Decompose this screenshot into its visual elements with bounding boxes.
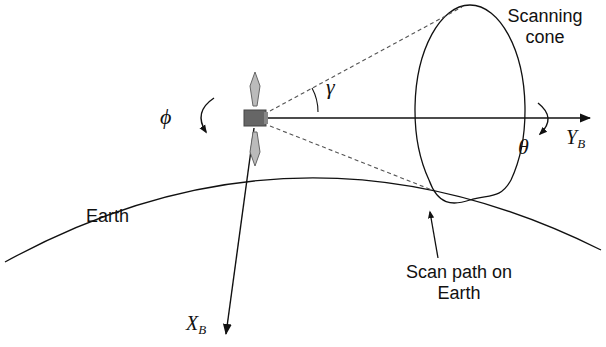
scanning-cone-ellipse [415, 5, 525, 180]
cone-edge [270, 7, 462, 111]
scan-path-label: Scan path on Earth [404, 262, 514, 303]
angle-symbol: ϕ [160, 104, 171, 129]
yb-axis [266, 117, 590, 118]
axis-label: XB [186, 312, 206, 338]
satellite-sensor [264, 112, 268, 124]
angle-arc [312, 88, 318, 112]
cone-edge [270, 126, 432, 190]
satellite-body [244, 110, 266, 126]
angle-symbol: γ [326, 74, 335, 99]
angle-symbol: θ [518, 134, 529, 159]
scan-path [429, 180, 511, 203]
cone-label: Scanning cone [500, 6, 590, 47]
solar-panel [250, 72, 260, 106]
earth-label: Earth [86, 206, 129, 227]
scan-rotation-arrow [538, 103, 548, 134]
earth-limb [5, 178, 601, 262]
leader-arrow [430, 212, 438, 258]
xb-axis [226, 128, 254, 334]
roll-arrow [201, 98, 214, 132]
axis-label: YB [566, 126, 585, 152]
solar-panel [250, 132, 260, 166]
